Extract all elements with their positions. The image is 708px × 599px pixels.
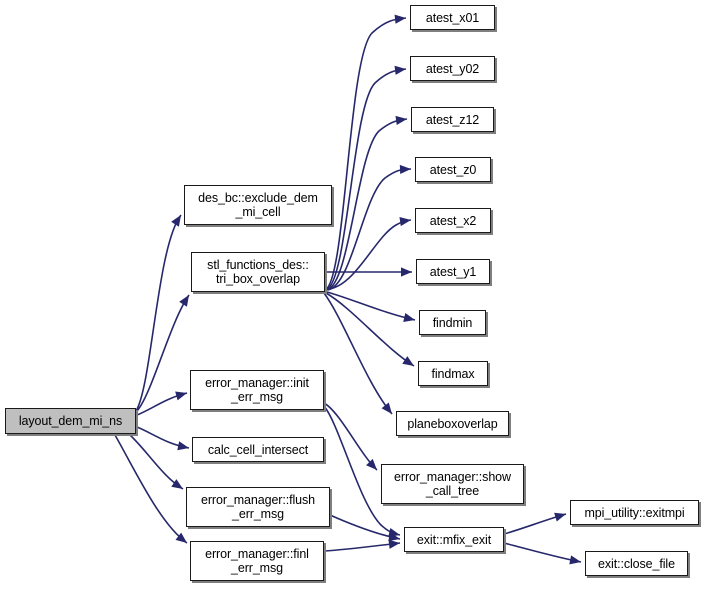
edge-arrowhead <box>179 295 189 307</box>
call-edge <box>503 542 582 563</box>
edge-arrowhead <box>381 402 392 414</box>
edge-arrowhead <box>399 164 411 175</box>
call-edge <box>326 291 416 321</box>
call-edge <box>324 17 407 291</box>
graph-node-finl_err_msg[interactable]: error_manager::finl _err_msg <box>190 541 324 581</box>
edge-arrowhead <box>403 313 415 322</box>
edge-arrowhead <box>395 115 407 126</box>
graph-node-tri_box_overlap[interactable]: stl_functions_des:: tri_box_overlap <box>191 252 325 292</box>
edge-arrowhead <box>366 458 377 470</box>
call-edge <box>136 294 190 412</box>
call-edge <box>325 292 415 367</box>
graph-node-show_call_tree[interactable]: error_manager::show _call_tree <box>381 464 524 504</box>
edge-arrowhead <box>554 512 566 522</box>
graph-node-atest_y1[interactable]: atest_y1 <box>416 259 490 284</box>
edge-arrowhead <box>177 441 189 451</box>
graph-node-planeboxoverlap[interactable]: planeboxoverlap <box>396 411 509 436</box>
graph-node-close_file[interactable]: exit::close_file <box>585 551 688 576</box>
graph-node-atest_z12[interactable]: atest_z12 <box>411 107 494 132</box>
edge-arrowhead <box>394 65 406 75</box>
edge-arrowhead <box>394 14 406 24</box>
call-edge <box>129 434 184 490</box>
edge-arrowhead <box>388 532 400 542</box>
graph-node-atest_z0[interactable]: atest_z0 <box>415 157 491 182</box>
call-edge <box>135 214 182 412</box>
edge-arrowhead <box>388 539 400 549</box>
edge-arrowhead <box>171 479 183 489</box>
graph-node-findmin[interactable]: findmin <box>419 310 486 335</box>
call-edge <box>325 68 407 291</box>
edge-arrowhead <box>171 215 181 227</box>
edge-arrowhead <box>175 391 187 401</box>
graph-node-atest_y02[interactable]: atest_y02 <box>410 56 495 81</box>
graph-node-findmax[interactable]: findmax <box>418 361 488 386</box>
call-edge <box>326 118 408 291</box>
call-edge <box>323 542 401 552</box>
graph-node-flush_err_msg[interactable]: error_manager::flush _err_msg <box>186 487 330 527</box>
graph-node-init_err_msg[interactable]: error_manager::init _err_msg <box>190 370 324 410</box>
call-edge <box>114 434 188 544</box>
call-edge <box>323 402 378 471</box>
graph-node-layout_dem_mi_ns[interactable]: layout_dem_mi_ns <box>5 408 136 434</box>
edge-arrowhead <box>402 356 414 366</box>
graph-node-mfix_exit[interactable]: exit::mfix_exit <box>404 527 504 552</box>
graph-node-atest_x01[interactable]: atest_x01 <box>410 5 495 30</box>
call-edge <box>323 292 393 415</box>
edge-arrowhead <box>401 267 412 277</box>
graph-node-calc_cell_intersect[interactable]: calc_cell_intersect <box>192 437 324 462</box>
graph-node-exclude_dem_mi_cell[interactable]: des_bc::exclude_dem _mi_cell <box>184 185 332 225</box>
edge-arrowhead <box>569 555 581 565</box>
graph-node-atest_x2[interactable]: atest_x2 <box>415 208 491 233</box>
edge-arrowhead <box>399 217 411 227</box>
graph-node-exitmpi[interactable]: mpi_utility::exitmpi <box>570 500 699 525</box>
edge-arrowhead <box>175 532 187 543</box>
